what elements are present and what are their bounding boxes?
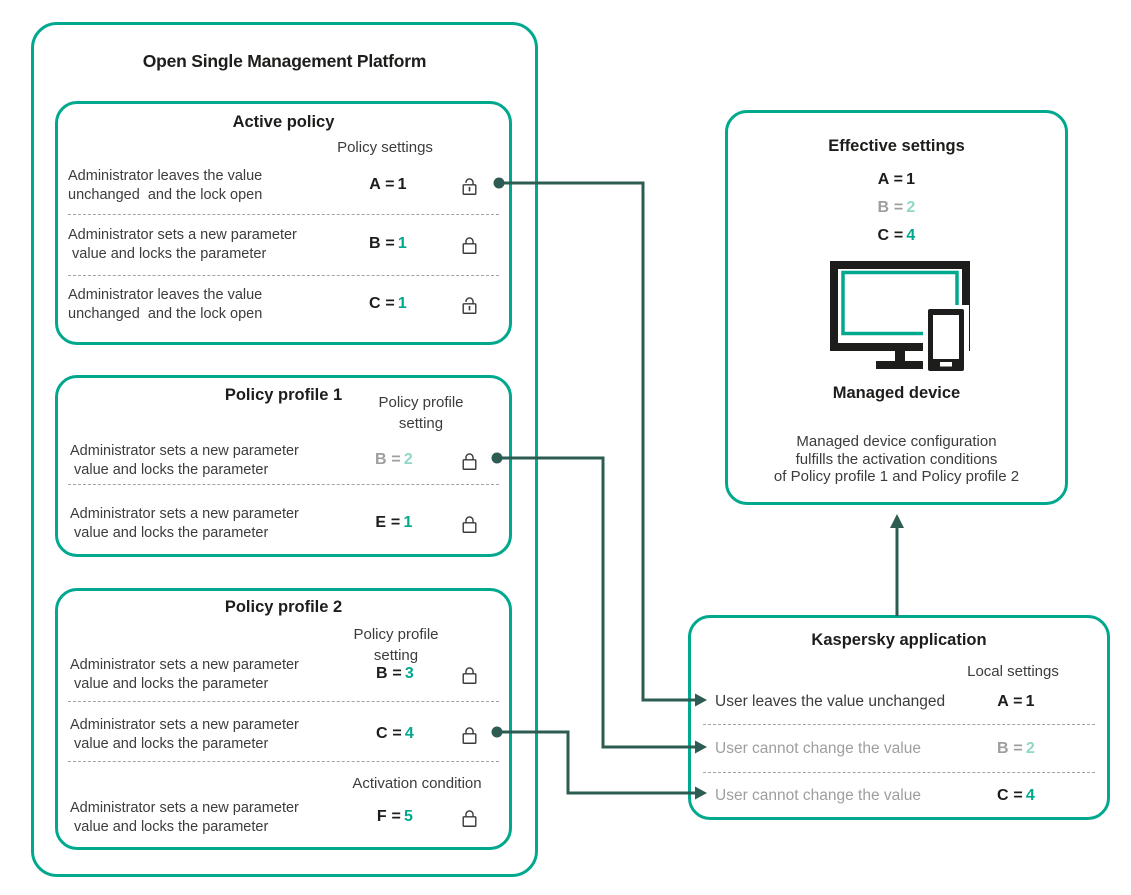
row-text: User leaves the value unchanged <box>715 693 946 710</box>
row-divider <box>68 214 499 215</box>
policy-profile-setting-header: Policy profile setting <box>353 626 439 664</box>
policy-value: E =1 <box>375 514 413 531</box>
managed-device-note: Managed device configuration fulfills th… <box>773 433 1020 485</box>
closed-lock-icon <box>462 237 477 254</box>
closed-lock-icon <box>462 516 477 533</box>
effective-value: B =2 <box>877 199 916 216</box>
kaspersky-application-box: Kaspersky application Local settings Use… <box>688 615 1110 820</box>
open-lock-icon <box>462 178 477 195</box>
policy-profile-2-title: Policy profile 2 <box>224 598 343 616</box>
effective-value: A =1 <box>877 171 916 188</box>
row-divider <box>68 275 499 276</box>
closed-lock-icon <box>462 727 477 744</box>
active-policy-title: Active policy <box>232 113 335 131</box>
effective-settings-title: Effective settings <box>828 137 965 155</box>
active-policy-box: Active policy Policy settings Administra… <box>55 101 512 345</box>
local-value: B =2 <box>996 740 1036 757</box>
policy-profile-1-title: Policy profile 1 <box>224 386 343 404</box>
policy-value: B =2 <box>374 451 414 468</box>
effective-settings-box: Effective settings A =1 B =2 C =4 Manage… <box>725 110 1068 505</box>
policy-value: B =3 <box>375 665 415 682</box>
kaspersky-application-title: Kaspersky application <box>811 631 987 649</box>
policy-value: A =1 <box>369 176 407 193</box>
closed-lock-icon <box>462 667 477 684</box>
policy-value: C =4 <box>375 725 415 742</box>
policy-settings-header: Policy settings <box>337 139 433 156</box>
closed-lock-icon <box>462 453 477 470</box>
row-text: Administrator sets a new parameter value… <box>70 443 299 478</box>
policy-value: C =1 <box>368 295 408 312</box>
row-divider <box>703 724 1095 725</box>
managed-device-icon <box>830 261 970 375</box>
row-text: Administrator sets a new parameter value… <box>70 506 299 541</box>
managed-device-label: Managed device <box>832 384 961 402</box>
local-value: C =4 <box>996 787 1036 804</box>
row-text: Administrator sets a new parameter value… <box>70 800 299 835</box>
policy-value: B =1 <box>368 235 408 252</box>
activation-condition-header: Activation condition <box>352 775 482 792</box>
closed-lock-icon <box>462 810 477 827</box>
policy-profile-2-box: Policy profile 2 Policy profile setting … <box>55 588 512 850</box>
row-divider <box>68 484 499 485</box>
row-text: Administrator sets a new parameter value… <box>70 657 299 692</box>
local-value: A =1 <box>997 693 1035 710</box>
local-settings-header: Local settings <box>967 663 1059 680</box>
arrowhead-up <box>890 514 904 528</box>
row-divider <box>68 761 499 762</box>
row-text: Administrator leaves the value unchanged… <box>68 168 263 203</box>
row-text: User cannot change the value <box>715 740 921 757</box>
row-divider <box>68 701 499 702</box>
row-text: User cannot change the value <box>715 787 921 804</box>
row-text: Administrator sets a new parameter value… <box>70 717 299 752</box>
row-text: Administrator sets a new parameter value… <box>68 227 297 262</box>
effective-value: C =4 <box>877 227 916 244</box>
row-divider <box>703 772 1095 773</box>
policy-value: F =5 <box>376 808 414 825</box>
row-text: Administrator leaves the value unchanged… <box>68 287 263 322</box>
open-lock-icon <box>462 297 477 314</box>
osmp-title: Open Single Management Platform <box>142 51 427 71</box>
policy-profile-1-box: Policy profile 1 Policy profile setting … <box>55 375 512 557</box>
policy-profile-setting-header: Policy profile setting <box>378 394 464 432</box>
